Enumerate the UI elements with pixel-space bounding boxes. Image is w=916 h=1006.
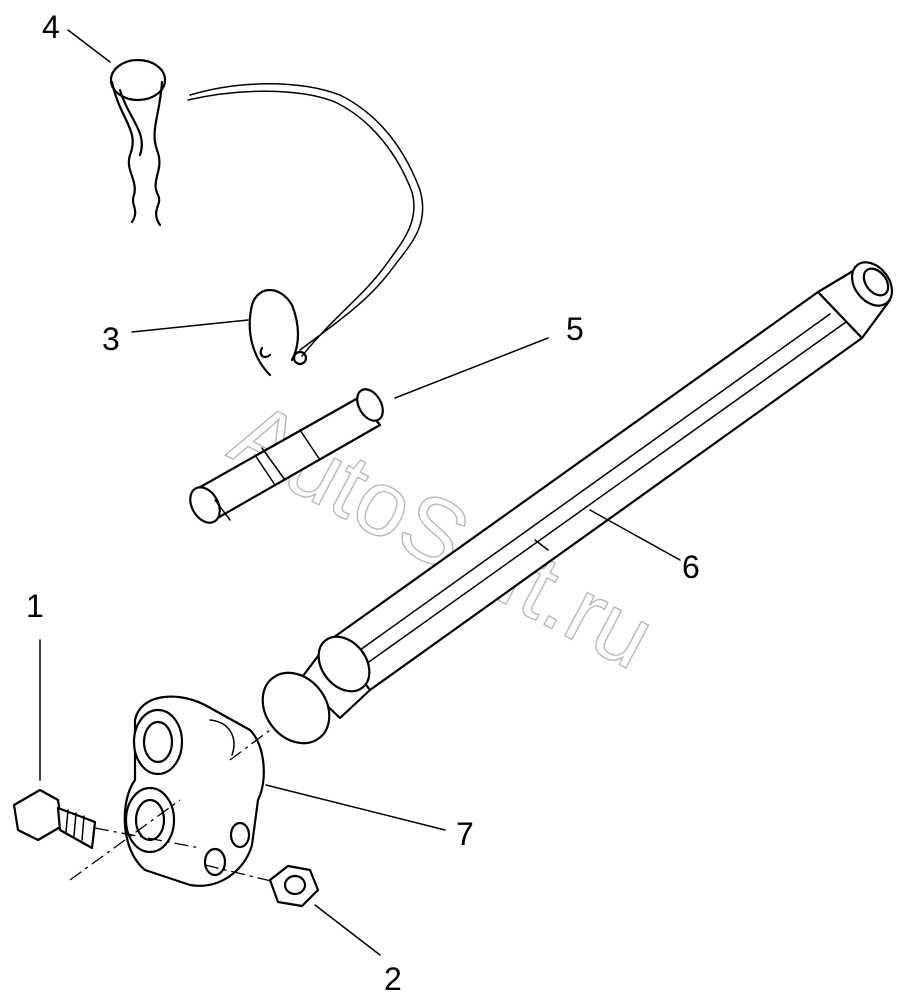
callout-5: 5	[566, 311, 584, 347]
part-3-ring-clip	[248, 289, 308, 377]
part-1-bolt	[12, 788, 97, 850]
center-lines	[69, 729, 276, 883]
watermark: AutoSoft.ru	[216, 383, 670, 689]
part-4-spring-clip	[109, 58, 167, 227]
callout-4: 4	[42, 9, 60, 45]
part-5-pin	[189, 388, 384, 524]
callout-3: 3	[102, 321, 120, 357]
part-6-shaft	[261, 261, 894, 745]
part-2-nut	[268, 864, 320, 908]
callout-2: 2	[384, 961, 402, 997]
part-7-bracket	[123, 695, 265, 887]
callout-1: 1	[26, 588, 44, 624]
leader-lines	[39, 29, 681, 956]
chain	[187, 83, 424, 357]
callout-7: 7	[456, 816, 474, 852]
callout-6: 6	[682, 549, 700, 585]
